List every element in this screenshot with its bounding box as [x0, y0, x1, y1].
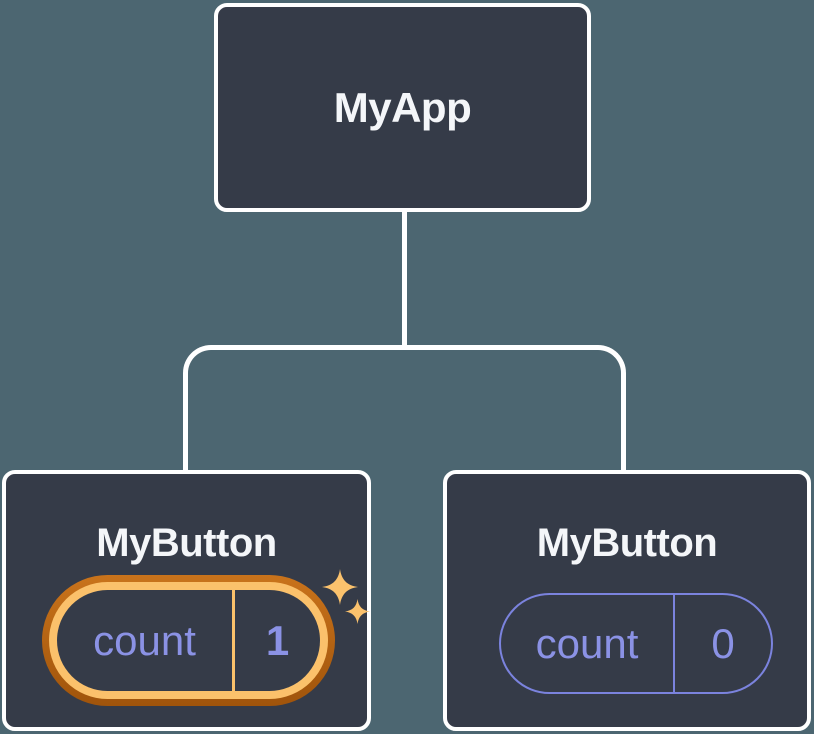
node-myapp: MyApp [214, 3, 591, 212]
sparkle-large-icon [322, 569, 358, 605]
node-title: MyButton [96, 521, 277, 565]
connector-branch [183, 345, 626, 472]
state-pill-inner-ring: count 1 [49, 582, 328, 699]
state-value: 1 [265, 616, 290, 664]
state-pill-divider [673, 595, 675, 692]
sparkle-small-icon [345, 599, 370, 624]
state-pill-divider [232, 590, 235, 691]
state-value: 0 [711, 619, 735, 667]
state-pill-body: count 1 [57, 590, 320, 691]
node-mybutton-left: MyButton count 1 [2, 470, 371, 731]
node-mybutton-right: MyButton count 0 [443, 470, 811, 731]
state-pill-highlighted: count 1 [42, 575, 335, 706]
state-pill: count 0 [499, 593, 773, 694]
connector-root-stem [402, 209, 407, 349]
node-title: MyButton [536, 521, 718, 565]
state-name-label: count [93, 616, 196, 664]
node-title: MyApp [333, 83, 472, 131]
state-name-label: count [535, 619, 639, 667]
